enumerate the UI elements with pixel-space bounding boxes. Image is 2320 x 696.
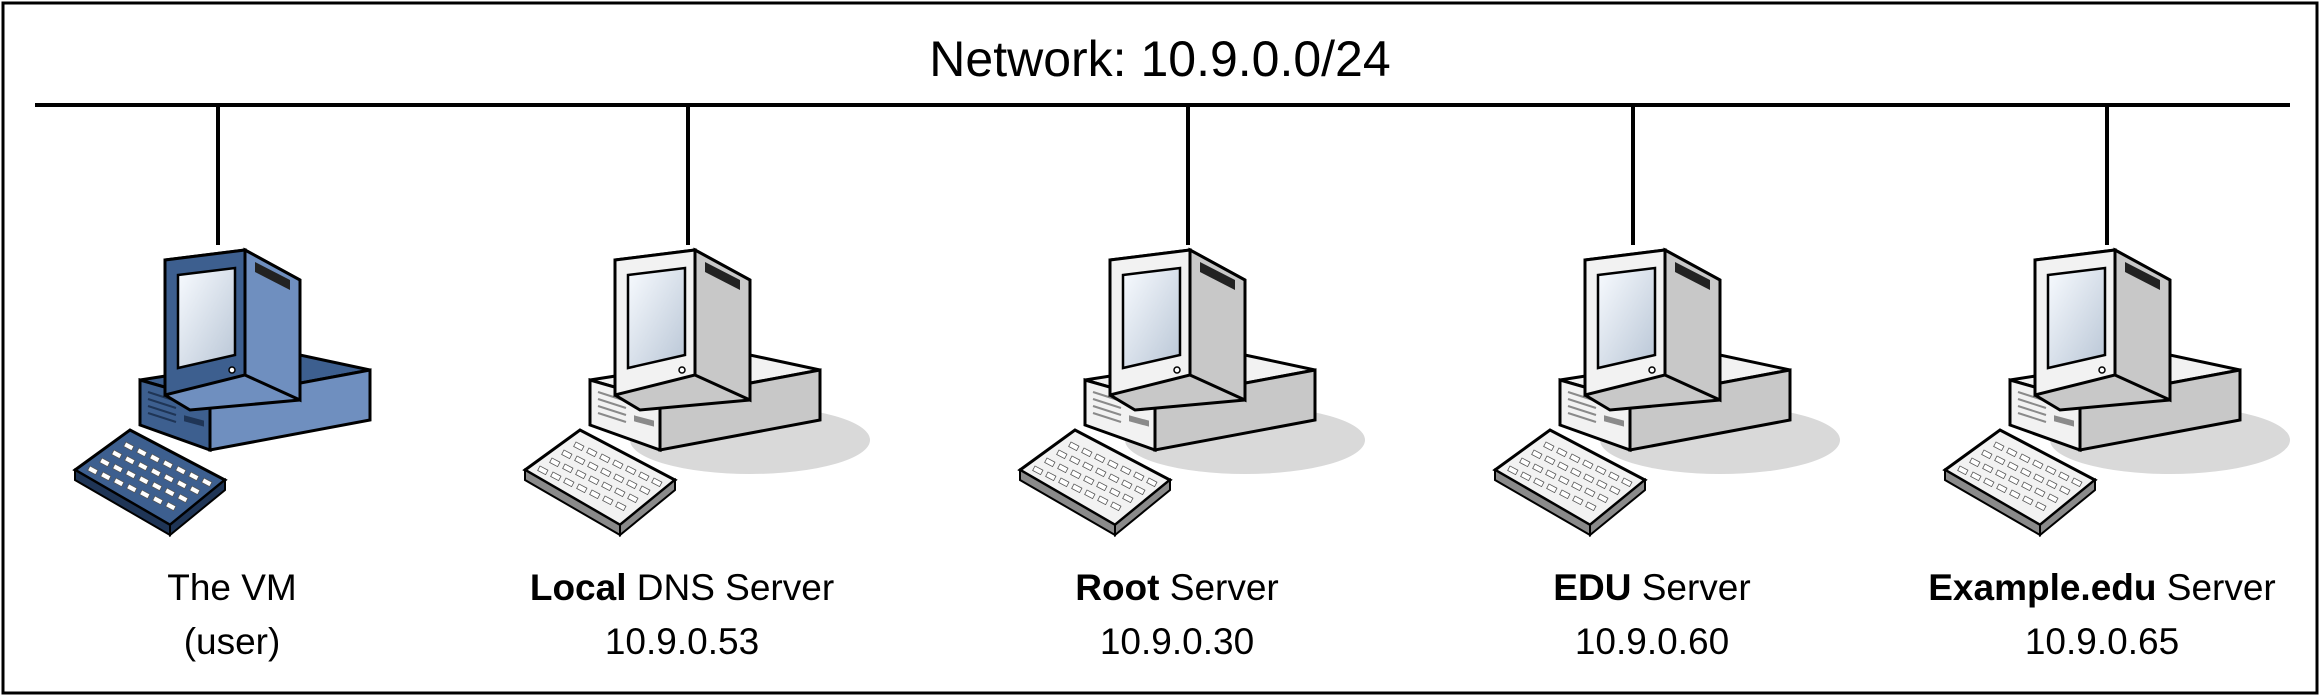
computer-icon <box>1492 247 1840 538</box>
server-node-3: EDU Server 10.9.0.60 <box>1492 105 1840 662</box>
node-ip-label: 10.9.0.60 <box>1575 621 1729 662</box>
node-ip-label: 10.9.0.53 <box>605 621 759 662</box>
node-name-label: Example.edu Server <box>1928 567 2276 608</box>
computer-icon <box>1942 247 2290 538</box>
node-ip-label: 10.9.0.30 <box>1100 621 1254 662</box>
network-label: Network: 10.9.0.0/24 <box>929 31 1390 87</box>
screen <box>176 266 237 370</box>
node-name-rest: Server <box>1159 567 1278 608</box>
screen <box>626 266 687 370</box>
node-name-rest: DNS Server <box>626 567 834 608</box>
node-name-rest: Server <box>2157 567 2276 608</box>
node-name-label: EDU Server <box>1553 567 1750 608</box>
computer-icon <box>1017 247 1365 538</box>
server-node-4: Example.edu Server 10.9.0.65 <box>1928 105 2290 662</box>
node-role-label: (user) <box>184 621 281 662</box>
node-name-label: Local DNS Server <box>530 567 834 608</box>
node-name-bold: Example.edu <box>1928 567 2156 608</box>
node-name-label: Root Server <box>1075 567 1279 608</box>
node-name-bold: Root <box>1075 567 1159 608</box>
computer-icon-blue <box>72 247 372 538</box>
user-vm-node: The VM (user) <box>72 105 372 662</box>
node-name-rest: The VM <box>167 567 297 608</box>
server-node-2: Root Server 10.9.0.30 <box>1017 105 1365 662</box>
server-node-1: Local DNS Server 10.9.0.53 <box>522 105 870 662</box>
node-ip-label: 10.9.0.65 <box>2025 621 2179 662</box>
nodes-layer: The VM (user) Local DNS Server 10.9.0.53 Roo… <box>72 105 2290 662</box>
screen <box>1596 266 1657 370</box>
computer-icon <box>522 247 870 538</box>
node-name-bold: EDU <box>1553 567 1631 608</box>
node-name-label: The VM <box>167 567 297 608</box>
screen <box>2046 266 2107 370</box>
node-name-bold: Local <box>530 567 627 608</box>
node-name-rest: Server <box>1631 567 1750 608</box>
screen <box>1121 266 1182 370</box>
